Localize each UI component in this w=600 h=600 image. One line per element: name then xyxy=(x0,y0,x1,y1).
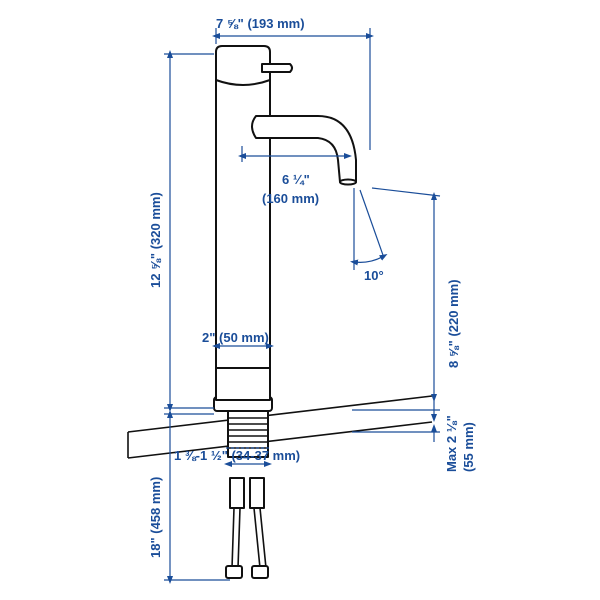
label-hose-length: 18" (458 mm) xyxy=(148,477,163,558)
spout-outlet xyxy=(339,178,357,186)
faucet xyxy=(213,45,357,412)
label-total-width: 7 ⅝" (193 mm) xyxy=(216,16,305,31)
label-spout-height: 8 ⅝" (220 mm) xyxy=(446,279,461,368)
faucet-column xyxy=(215,67,271,369)
hose-right xyxy=(253,507,267,569)
hose-connector-right xyxy=(249,477,265,509)
faucet-top-cap xyxy=(215,45,271,86)
label-base-diameter: 2" (50 mm) xyxy=(202,330,269,345)
hose-end-right xyxy=(251,565,269,579)
label-total-height: 12 ⅝" (320 mm) xyxy=(148,192,163,288)
label-hole-diameter: 1 ⅜-1 ½" (34-37 mm) xyxy=(174,448,300,463)
hose-connector-left xyxy=(229,477,245,509)
faucet-spout xyxy=(251,115,357,183)
label-spout-reach-in: 6 ¼" xyxy=(282,172,310,187)
label-spout-reach-mm: (160 mm) xyxy=(262,191,319,206)
label-counter-thickness-in: Max 2 ⅛" xyxy=(444,415,459,472)
label-angle: 10° xyxy=(364,268,384,283)
countertop xyxy=(127,395,433,459)
hose-left xyxy=(231,507,241,569)
faucet-handle xyxy=(261,63,293,73)
mounting-hardware xyxy=(225,410,269,579)
label-counter-thickness-mm: (55 mm) xyxy=(461,422,476,472)
hose-end-left xyxy=(225,565,243,579)
dimension-lines xyxy=(164,28,441,584)
